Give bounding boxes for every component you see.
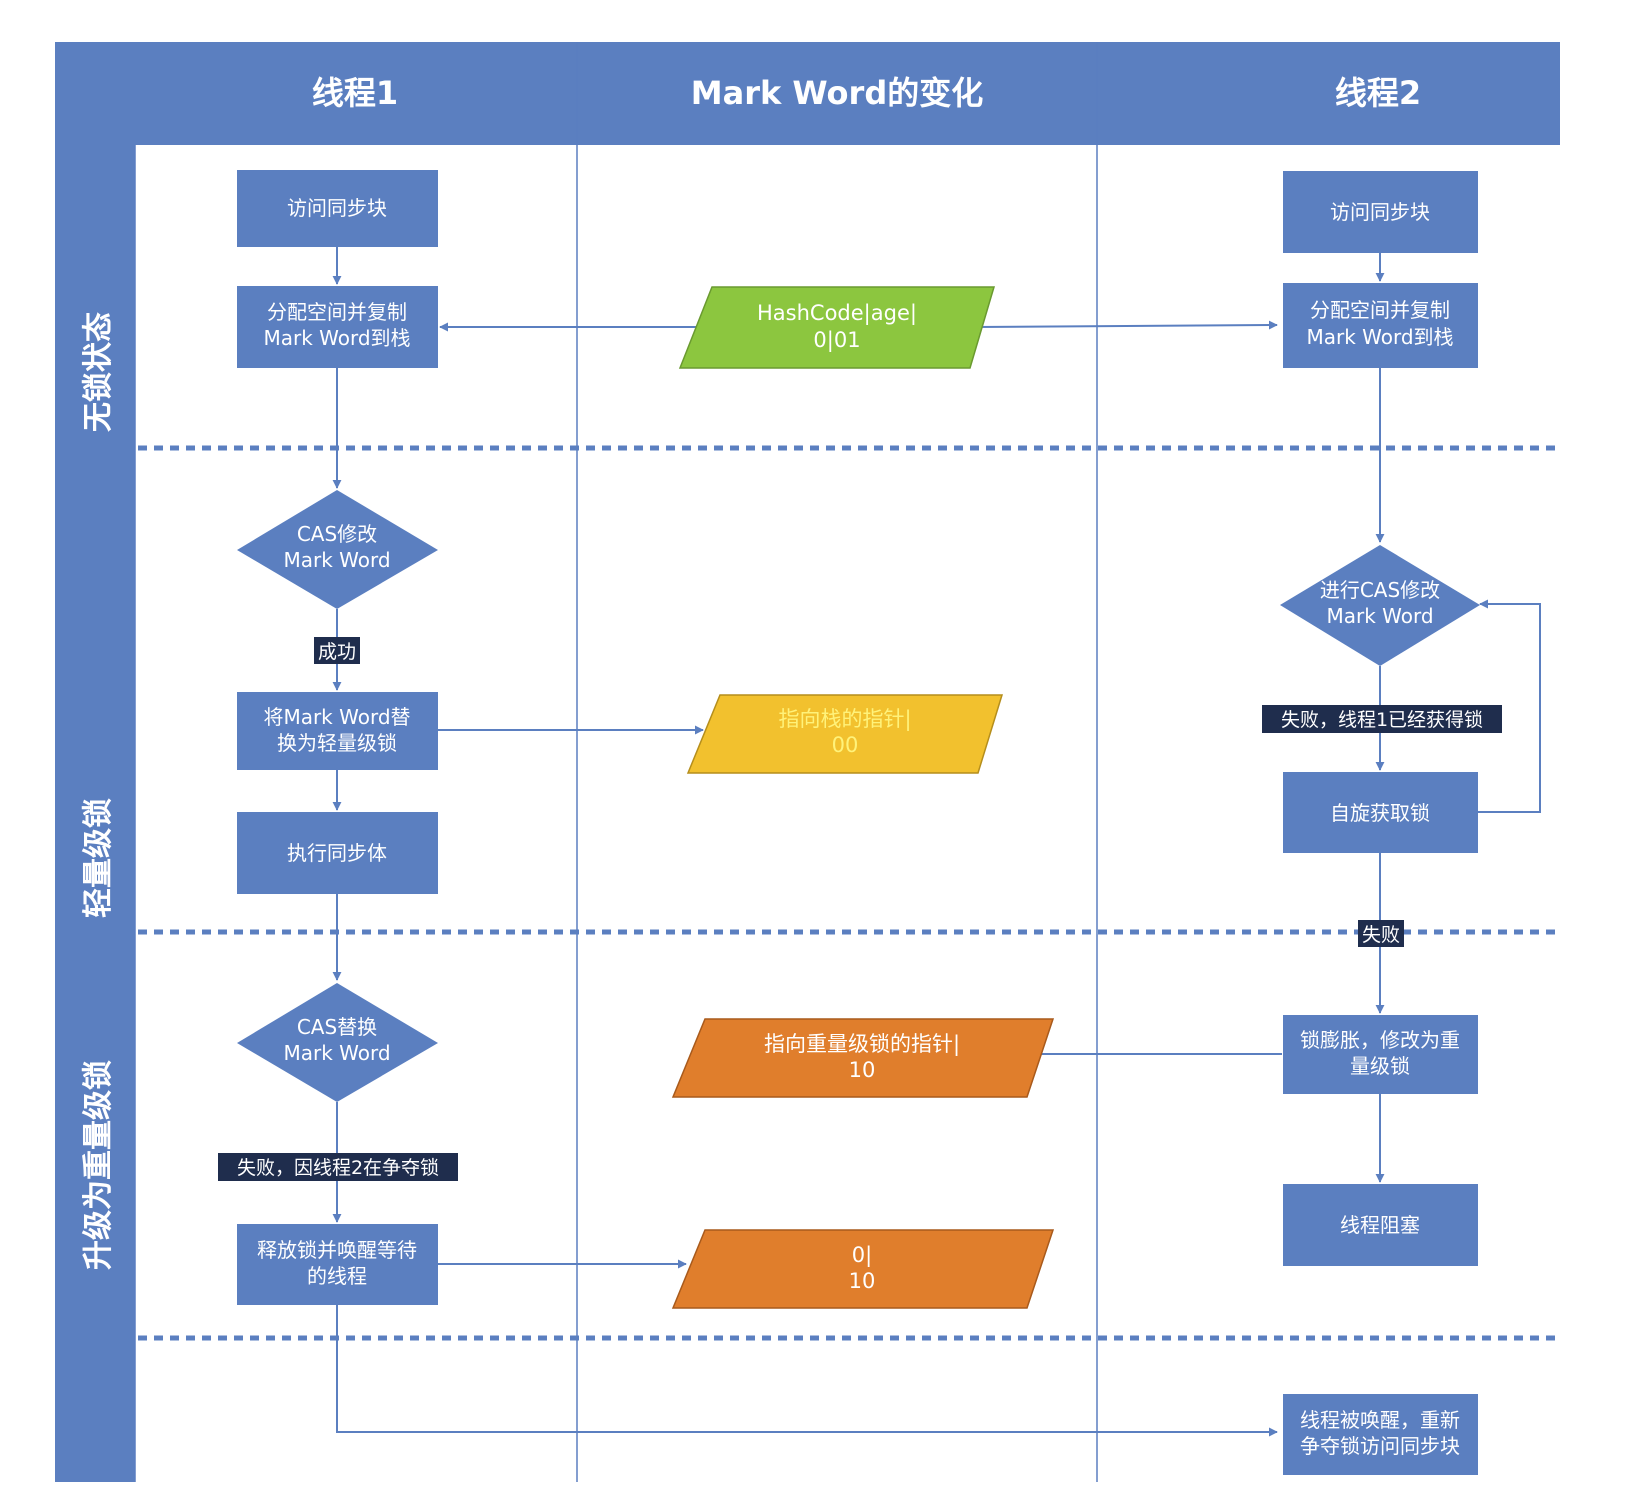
lane-lightweight: 轻量级锁 (81, 798, 116, 918)
mw-heavy-ptr-text: 10 (849, 1058, 876, 1082)
t2-woken-text: 线程被唤醒，重新 (1300, 1408, 1460, 1432)
mw-stack-ptr-shape (686, 694, 1004, 774)
t1-exec-sync-box (237, 812, 438, 894)
mw-released-text: 0| (852, 1243, 872, 1268)
t2-fail-t1-label-bg (1262, 705, 1502, 733)
t1-replace-light-text: 换为轻量级锁 (277, 731, 397, 755)
mw-released-text: 10 (849, 1269, 876, 1293)
t2-inflate-box (1283, 1015, 1478, 1094)
connector (975, 320, 1278, 330)
t1-release-wake-text: 的线程 (307, 1264, 367, 1288)
header-thread2: 线程2 (1335, 74, 1421, 112)
mw-hashcode-text: HashCode|age| (757, 301, 917, 326)
lane-band (55, 42, 135, 1482)
t2-fail-label: 失败 (1362, 924, 1400, 946)
t2-alloc-copy-box (1283, 283, 1478, 368)
t1-replace-light-text: 将Mark Word替 (263, 705, 410, 729)
t1-success-label-bg (314, 637, 360, 664)
t2-blocked-text: 线程阻塞 (1340, 1213, 1420, 1237)
t2-access-sync-text: 访问同步块 (1330, 200, 1430, 224)
header-thread1: 线程1 (312, 74, 398, 112)
t2-fail-label-bg (1358, 920, 1404, 947)
t1-fail-label-bg (218, 1153, 458, 1181)
t2-cas-modify-diamond (1280, 545, 1480, 666)
t2-spin-text: 自旋获取锁 (1330, 801, 1430, 825)
t1-cas-modify-diamond (237, 490, 438, 609)
t2-alloc-copy-text: Mark Word到栈 (1306, 325, 1453, 349)
mw-heavy-ptr-text: 指向重量级锁的指针| (764, 1032, 960, 1057)
t2-spin-box (1283, 772, 1478, 853)
t1-fail-label: 失败，因线程2在争夺锁 (237, 1157, 439, 1179)
t2-fail-t1-label: 失败，线程1已经获得锁 (1281, 709, 1483, 731)
lane-unlocked: 无锁状态 (81, 312, 116, 432)
t1-release-wake-box (237, 1224, 438, 1305)
t1-success-label: 成功 (318, 641, 356, 663)
t1-replace-light-box (237, 692, 438, 770)
header-markword: Mark Word的变化 (691, 74, 983, 112)
connector (1478, 599, 1541, 813)
t1-alloc-copy-box (237, 286, 438, 368)
mw-stack-ptr-text: 00 (832, 733, 859, 757)
t1-cas-replace-diamond (237, 983, 438, 1102)
t2-blocked-box (1283, 1184, 1478, 1266)
t2-woken-text: 争夺锁访问同步块 (1300, 1434, 1460, 1458)
t1-cas-modify-text: CAS修改 (297, 522, 377, 546)
t1-release-wake-text: 释放锁并唤醒等待 (257, 1238, 417, 1262)
mw-stack-ptr-text: 指向栈的指针| (778, 707, 911, 732)
header-band (55, 42, 1560, 145)
connector (336, 1305, 1278, 1437)
t2-cas-modify-text: 进行CAS修改 (1320, 578, 1440, 602)
t2-woken-box (1283, 1394, 1478, 1475)
t2-inflate-text: 锁膨胀，修改为重 (1300, 1028, 1460, 1052)
t1-cas-replace-text: Mark Word (283, 1041, 390, 1065)
mw-released-shape (671, 1229, 1055, 1309)
t2-inflate-text: 量级锁 (1350, 1054, 1410, 1078)
mw-hashcode-shape (678, 286, 996, 369)
t1-access-sync-box (237, 170, 438, 247)
mw-hashcode-text: 0|01 (813, 328, 860, 353)
lane-heavyweight: 升级为重量级锁 (81, 1060, 116, 1270)
t1-exec-sync-text: 执行同步体 (287, 841, 387, 865)
t1-alloc-copy-text: 分配空间并复制 (267, 300, 407, 324)
t1-cas-modify-text: Mark Word (283, 548, 390, 572)
t2-cas-modify-text: Mark Word (1326, 604, 1433, 628)
t2-access-sync-box (1283, 171, 1478, 253)
t1-cas-replace-text: CAS替换 (297, 1015, 377, 1039)
mw-heavy-ptr-shape (671, 1018, 1055, 1098)
t1-access-sync-text: 访问同步块 (287, 196, 387, 220)
t1-alloc-copy-text: Mark Word到栈 (263, 326, 410, 350)
t2-alloc-copy-text: 分配空间并复制 (1310, 298, 1450, 322)
